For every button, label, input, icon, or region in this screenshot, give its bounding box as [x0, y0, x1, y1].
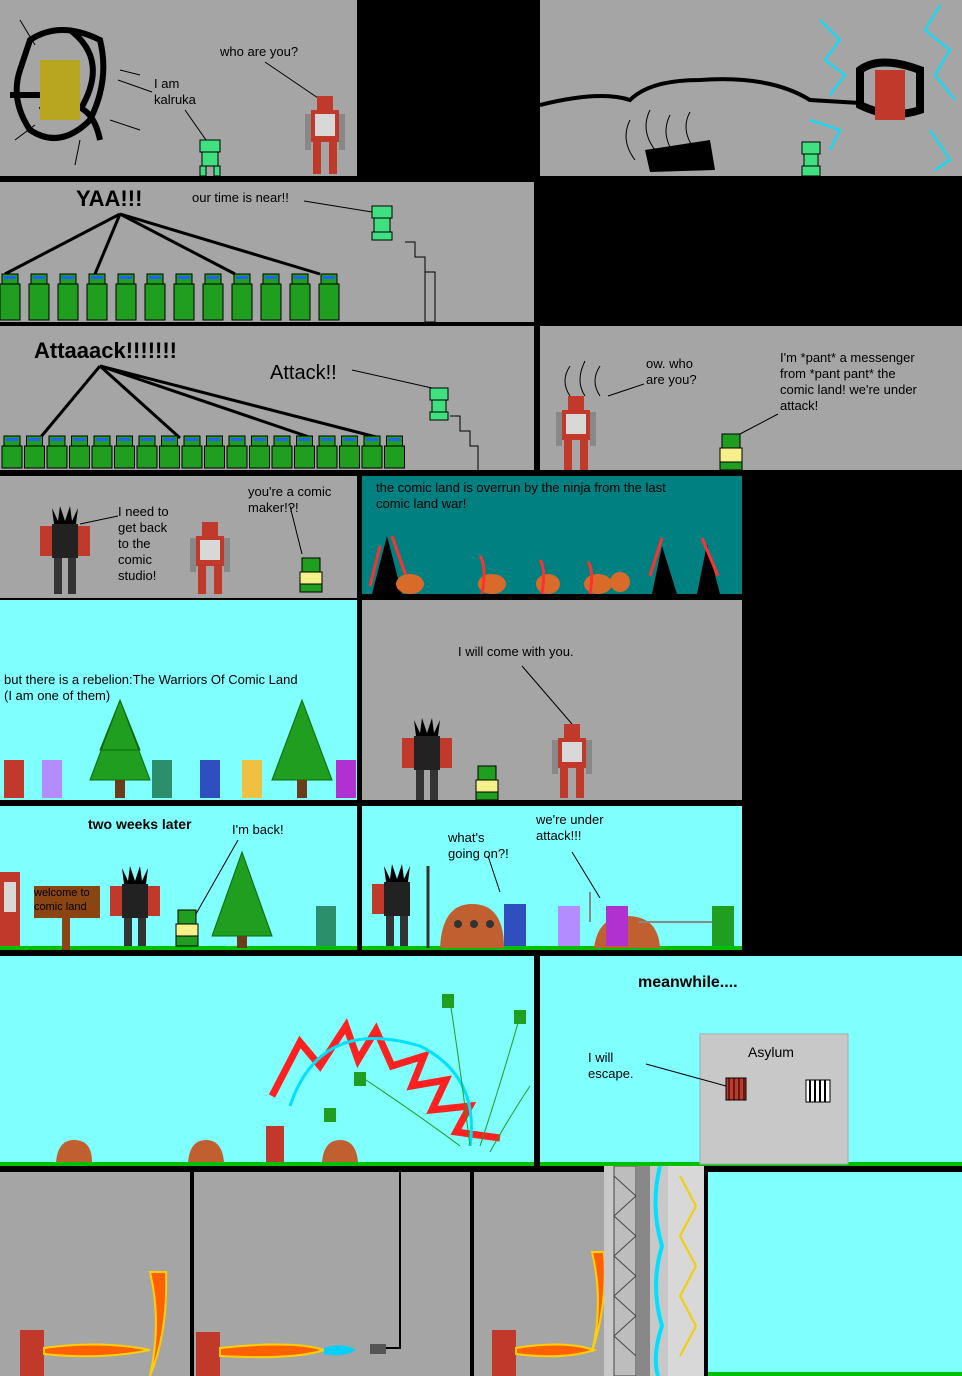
ninja-figure [91, 435, 113, 469]
fire-blast-2-drawing [196, 1172, 401, 1376]
ninja-figure [294, 435, 315, 469]
ninja-figure [318, 273, 340, 321]
panel-12 [0, 956, 534, 1166]
ninja-figure [24, 435, 45, 469]
panel-15 [194, 1172, 470, 1376]
ninja-figure [57, 273, 79, 321]
panel-3: YAA!!! our time is near!! [0, 182, 534, 322]
ninja-figure [339, 435, 360, 469]
need-studio-speech: I need to get back to the comic studio! [118, 504, 169, 583]
barrier-drawing [613, 1166, 704, 1376]
who-are-you-speech: who are you? [220, 44, 299, 59]
panel-16 [474, 1172, 604, 1376]
ninja-figure [202, 273, 224, 321]
comic-maker-speech: you're a comic maker!?! [248, 484, 332, 515]
panel-1: I am kalruka who are you? [0, 0, 357, 176]
dark-robot-figure [40, 506, 90, 594]
whats-going-on-speech: what's going on?! [448, 830, 509, 861]
panel-6: I need to get back to the comic studio! … [0, 476, 357, 598]
warriors-drawing [4, 698, 356, 798]
arrival-drawing [0, 839, 357, 950]
ninja-figure [226, 435, 248, 469]
ninja-figure [181, 435, 203, 469]
ninja-figure [46, 435, 68, 469]
ninja-figure [249, 435, 270, 469]
kalruka-figure [199, 139, 221, 176]
kalruka-sealed-drawing [10, 19, 345, 176]
messenger-drawing [556, 360, 779, 470]
welcome-sign: welcome to comic land [34, 886, 100, 918]
battle-blast-drawing [0, 994, 534, 1166]
ninja-figure [0, 273, 21, 321]
we-are-under-attack-speech: we're under attack!!! [536, 812, 604, 843]
ninja-army-drawing [0, 200, 436, 322]
time-is-near-speech: our time is near!! [192, 190, 289, 205]
ninja-figure [136, 435, 158, 469]
panel-4: Attaaack!!!!!!! Attack!! [0, 326, 534, 470]
warrior-figures [4, 760, 356, 798]
ninja-figure [260, 273, 282, 321]
panel-10: two weeks later I'm back! welcome to com… [0, 806, 357, 950]
panel-14 [0, 1172, 190, 1376]
ninja-figure [204, 435, 225, 469]
ninja-figure [384, 435, 405, 469]
attack-speech: Attack!! [270, 362, 337, 384]
kalruka-speech: I am kalruka [154, 76, 196, 107]
attaaack-shout: Attaaack!!!!!!! [34, 338, 177, 363]
messenger-speech: I'm *pant* a messenger from *pant pant* … [780, 350, 917, 413]
cage-lightning-drawing [540, 4, 956, 176]
panel-8: but there is a rebelion:The Warriors Of … [0, 600, 357, 800]
ninja-figure [86, 273, 108, 321]
panel-18 [708, 1172, 962, 1376]
panel-9: I will come with you. [362, 600, 742, 800]
ninja-figure [28, 273, 50, 321]
ninja-figure [115, 273, 137, 321]
ninja-figure [316, 435, 338, 469]
ninja-figure [1, 435, 23, 469]
panel-5: ow. who are you? I'm *pant* a messenger … [540, 326, 962, 470]
ninja-figure [144, 273, 166, 321]
fire-blast-3-drawing [492, 1251, 604, 1376]
ninja-figure [289, 273, 311, 321]
ninja-figure [361, 435, 383, 469]
panel-2 [540, 0, 962, 176]
overrun-land-drawing [368, 535, 720, 594]
asylum-drawing [540, 1033, 962, 1166]
overrun-caption: the comic land is overrun by the ninja f… [376, 480, 666, 511]
ow-speech: ow. who are you? [646, 356, 697, 387]
attack-army-drawing [1, 364, 479, 470]
red-robot-figure [305, 96, 345, 174]
panel-17-wall [604, 1166, 704, 1376]
escape-speech: I will escape. [588, 1050, 634, 1081]
ninja-figure [114, 435, 135, 469]
open-sky-drawing [708, 1372, 962, 1376]
yaa-shout: YAA!!! [76, 186, 143, 211]
ninja-figure [69, 435, 90, 469]
panel-13: meanwhile.... Asylum I will escape. [540, 956, 962, 1166]
fire-blast-1-drawing [20, 1271, 168, 1376]
come-with-you-drawing [402, 665, 592, 800]
meanwhile-caption: meanwhile.... [638, 974, 738, 991]
comic-maker-drawing [40, 505, 323, 594]
two-weeks-later-caption: two weeks later [88, 816, 192, 832]
ninja-figure [159, 435, 180, 469]
asylum-label: Asylum [748, 1044, 794, 1060]
panel-7: the comic land is overrun by the ninja f… [362, 476, 742, 594]
panel-11: what's going on?! we're under attack!!! [362, 806, 742, 950]
im-back-speech: I'm back! [232, 822, 284, 837]
come-with-you-speech: I will come with you. [458, 644, 574, 659]
ninja-figure [231, 273, 253, 321]
ninja-figure [173, 273, 195, 321]
under-attack-drawing [362, 851, 742, 950]
rebelion-caption: but there is a rebelion:The Warriors Of … [4, 672, 298, 703]
ninja-figure [271, 435, 293, 469]
